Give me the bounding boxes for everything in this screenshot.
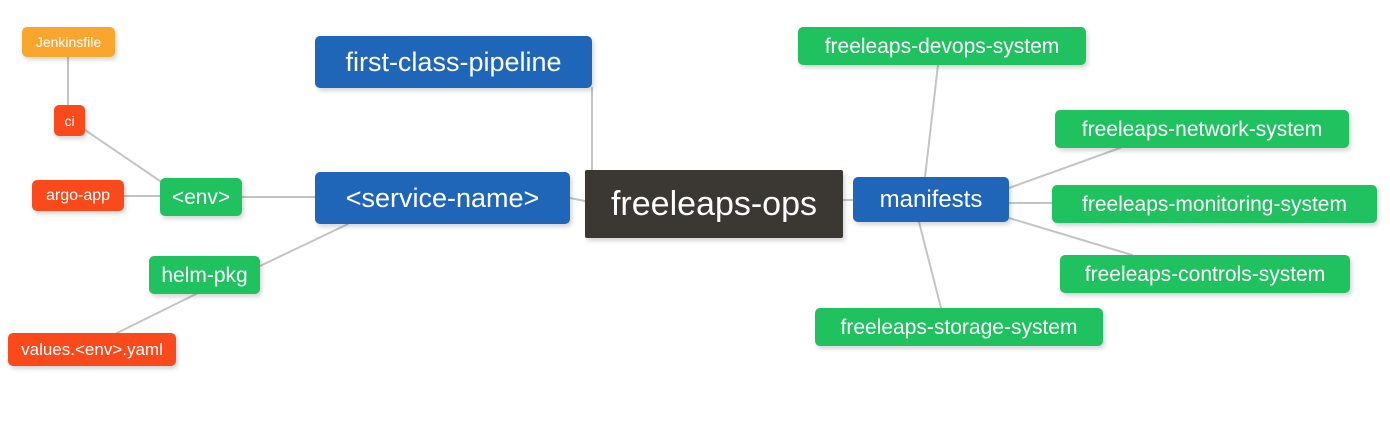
edge-service-name-to-helm-pkg xyxy=(259,223,349,267)
edge-helm-pkg-to-values-env-yaml xyxy=(116,293,197,334)
edge-env-to-ci xyxy=(84,129,164,184)
edge-manifests-to-freeleaps-storage-system xyxy=(918,221,942,309)
mindmap-node-first-class-pipeline[interactable]: first-class-pipeline xyxy=(315,36,592,88)
mindmap-node-jenkinsfile[interactable]: Jenkinsfile xyxy=(22,27,115,57)
edge-manifests-to-freeleaps-devops-system xyxy=(924,64,939,178)
edge-manifests-to-freeleaps-controls-system xyxy=(1008,217,1133,256)
mindmap-node-freeleaps-network-system[interactable]: freeleaps-network-system xyxy=(1055,110,1349,148)
edge-freeleaps-ops-to-service-name xyxy=(569,197,586,202)
mindmap-node-ci[interactable]: ci xyxy=(54,105,85,136)
mindmap-node-freeleaps-controls-system[interactable]: freeleaps-controls-system xyxy=(1060,255,1350,293)
mindmap-node-freeleaps-monitoring-system[interactable]: freeleaps-monitoring-system xyxy=(1052,185,1377,223)
mindmap-node-manifests[interactable]: manifests xyxy=(853,177,1009,222)
mindmap-node-freeleaps-ops[interactable]: freeleaps-ops xyxy=(585,170,843,238)
mindmap-node-freeleaps-storage-system[interactable]: freeleaps-storage-system xyxy=(815,308,1103,346)
edge-manifests-to-freeleaps-network-system xyxy=(1008,147,1121,189)
mindmap-node-freeleaps-devops-system[interactable]: freeleaps-devops-system xyxy=(798,27,1086,65)
mindmap-node-values-env-yaml[interactable]: values.<env>.yaml xyxy=(8,333,176,366)
mindmap-node-argo-app[interactable]: argo-app xyxy=(32,180,124,211)
mindmap-node-helm-pkg[interactable]: helm-pkg xyxy=(149,256,260,294)
mindmap-node-env[interactable]: <env> xyxy=(160,178,242,216)
mindmap-node-service-name[interactable]: <service-name> xyxy=(315,172,570,224)
